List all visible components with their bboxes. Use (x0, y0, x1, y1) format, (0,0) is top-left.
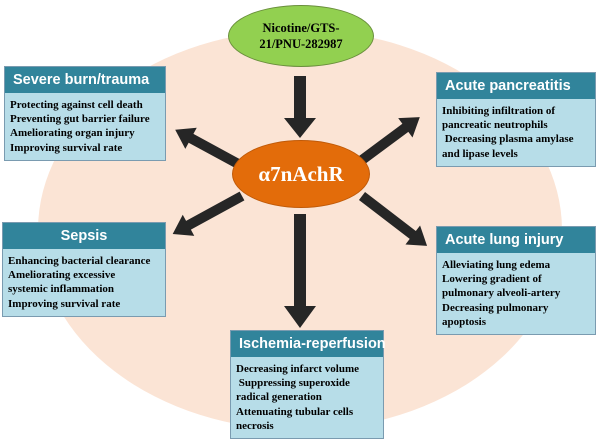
arrow-to-ischemia (284, 214, 316, 328)
box-body: Alleviating lung edema Lowering gradient… (437, 253, 595, 335)
box-ischemia-reperfusion: Ischemia-reperfusion Decreasing infarct … (230, 330, 386, 440)
box-item: Improving survival rate (8, 297, 121, 310)
agonists-ellipse: Nicotine/GTS- 21/PNU-282987 (228, 5, 374, 67)
box-item: Inhibiting infiltration of (442, 105, 556, 117)
box-item: Alleviating lung edema (442, 259, 551, 271)
box-item: and lipase levels (442, 147, 518, 160)
box-acute-pancreatitis: Acute pancreatitis Inhibiting infiltrati… (436, 72, 596, 167)
box-item: necrosis (236, 419, 274, 432)
box-body: Enhancing bacterial clearance Ameliorati… (3, 249, 165, 316)
box-item: apoptosis (442, 315, 487, 328)
receptor-label: α7nAchR (258, 161, 344, 186)
box-item: Decreasing plasma amylase (442, 133, 574, 146)
box-title: Acute lung injury (437, 227, 595, 253)
box-item: Ameliorating excessive (8, 269, 116, 282)
box-sepsis: Sepsis Enhancing bacterial clearance Ame… (2, 222, 166, 317)
box-title: Acute pancreatitis (437, 73, 595, 99)
box-item: Ameliorating organ injury (10, 127, 135, 140)
box-item: Enhancing bacterial clearance (8, 255, 151, 267)
agonists-line-1: Nicotine/GTS- (262, 21, 340, 35)
box-title: Sepsis (3, 223, 165, 249)
box-item: systemic inflammation (8, 283, 115, 296)
box-severe-burn: Severe burn/trauma Protecting against ce… (4, 66, 166, 161)
box-title: Severe burn/trauma (5, 67, 165, 93)
arrow-to-lung (358, 192, 428, 246)
box-item: Decreasing infarct volume (236, 363, 360, 375)
arrow-to-burn (175, 127, 245, 171)
box-item: pancreatic neutrophils (442, 119, 548, 132)
arrow-to-sepsis (172, 191, 245, 236)
box-body: Decreasing infarct volume Suppressing su… (231, 357, 383, 439)
box-item: Attenuating tubular cells (236, 405, 354, 418)
box-item: Protecting against cell death (10, 99, 143, 111)
box-body: Inhibiting infiltration of pancreatic ne… (437, 99, 595, 166)
box-acute-lung-injury: Acute lung injury Alleviating lung edema… (436, 226, 596, 336)
box-item: Decreasing pulmonary (442, 301, 549, 314)
box-item: Preventing gut barrier failure (10, 113, 150, 126)
box-item: Suppressing superoxide (236, 377, 350, 390)
box-body: Protecting against cell death Preventing… (5, 93, 165, 160)
arrow-to-pancreatitis (359, 117, 420, 165)
agonists-line-2: 21/PNU-282987 (259, 37, 343, 51)
box-item: radical generation (236, 391, 322, 404)
box-title: Ischemia-reperfusion (231, 331, 386, 357)
arrow-agonist-to-receptor (284, 76, 316, 138)
box-item: pulmonary alveoli-artery (442, 287, 561, 300)
box-item: Improving survival rate (10, 141, 123, 154)
receptor-ellipse: α7nAchR (232, 140, 370, 208)
box-item: Lowering gradient of (442, 273, 542, 286)
